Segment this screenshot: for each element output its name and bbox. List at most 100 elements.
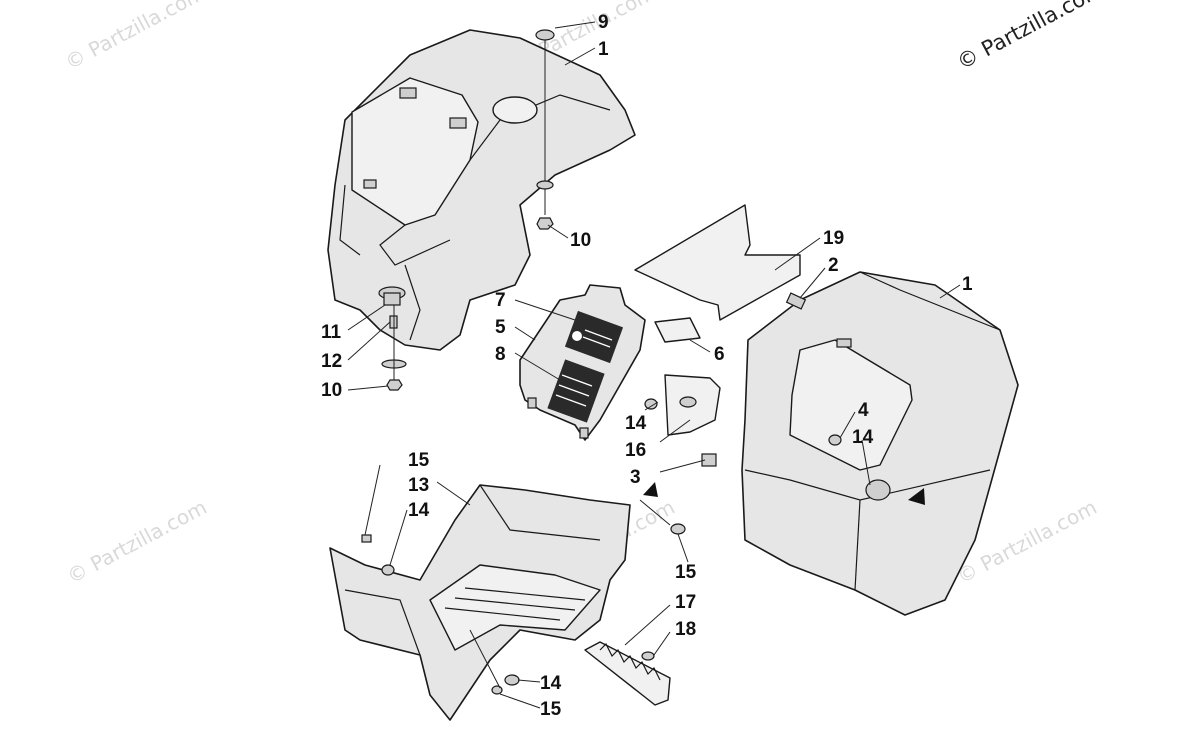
- floorboard-tray: [429, 564, 601, 651]
- leader-7: [514, 299, 576, 321]
- washer-4: [828, 434, 842, 446]
- callout-7: 7: [495, 290, 506, 311]
- leader-bottom: [469, 629, 501, 689]
- decal-7: [564, 310, 624, 364]
- fender-edge-4: [404, 264, 421, 341]
- nut-10-top: [536, 217, 554, 230]
- callout-8: 8: [495, 344, 506, 365]
- leader-6: [689, 339, 711, 353]
- callout-10-left: 10: [321, 380, 342, 401]
- pad-6: [654, 317, 701, 343]
- leader-14-mid: [644, 401, 659, 411]
- screw-15-top: [361, 534, 372, 543]
- leader-4: [839, 411, 856, 439]
- callout-5: 5: [495, 317, 506, 338]
- hardware-top: [535, 29, 555, 230]
- washer-14-left: [381, 564, 395, 576]
- leader-arrow-left: [639, 499, 671, 526]
- leader-17: [624, 604, 671, 646]
- decal-7-line-1: [584, 329, 613, 341]
- callout-15-top: 15: [408, 450, 430, 471]
- callout-11: 11: [321, 322, 342, 343]
- callout-15-bottom: 15: [540, 699, 562, 720]
- cover-tab-2: [579, 427, 589, 439]
- leader-12: [347, 321, 391, 361]
- bolt-18: [641, 651, 655, 661]
- watermark-top-left: © Partzilla.com: [61, 0, 209, 74]
- front-fender-assembly: [327, 29, 636, 351]
- leader-13: [436, 481, 471, 506]
- floor-tread-2: [454, 597, 576, 611]
- footrest-serration: [599, 642, 661, 681]
- callout-labels: 9 1 10 19 2 1 11 12 10 7 5 8 6 4 14 14 1…: [321, 12, 973, 720]
- callout-13: 13: [408, 475, 429, 496]
- leader-16: [659, 419, 691, 443]
- fender-edge-3: [339, 184, 361, 256]
- callout-3: 3: [630, 467, 641, 488]
- rear-fender-edge-2: [859, 271, 1001, 331]
- decal-8-line-3: [555, 394, 587, 407]
- leader-3: [659, 459, 706, 473]
- callout-19: 19: [823, 228, 844, 249]
- clip-nut-3: [701, 453, 717, 467]
- callout-4: 4: [858, 400, 869, 421]
- access-cover-assembly: [519, 284, 646, 441]
- cover-tab-1: [527, 397, 537, 409]
- rear-fender-edge-3: [854, 499, 861, 591]
- callout-14-left: 14: [408, 500, 430, 521]
- leader-1-right: [939, 284, 961, 299]
- washer-14-mid: [644, 398, 658, 410]
- rear-latch: [836, 338, 852, 348]
- decal-7-line-2: [582, 336, 611, 348]
- fender-edge-1: [379, 224, 451, 266]
- leader-19: [774, 237, 821, 271]
- washer-14-bottom: [504, 674, 520, 686]
- callout-12: 12: [321, 351, 342, 372]
- leader-10-left: [347, 385, 389, 391]
- leader-18: [653, 631, 671, 656]
- leader-15-right: [677, 533, 689, 563]
- fender-latch-3: [363, 179, 377, 189]
- arrow-marker-left: [643, 482, 658, 497]
- callout-2: 2: [828, 255, 839, 276]
- fender-round-recess: [492, 96, 538, 124]
- leader-14-right: [861, 439, 871, 486]
- grommet-top: [536, 180, 554, 190]
- callout-1-right: 1: [962, 274, 973, 295]
- leader-15-bottom: [499, 693, 541, 709]
- floor-rear-edge: [479, 484, 601, 541]
- leader-2: [799, 267, 826, 299]
- callout-9: 9: [598, 12, 609, 33]
- floor-side-edge: [344, 589, 421, 656]
- decal-8-line-1: [561, 374, 593, 387]
- callout-6: 6: [714, 344, 725, 365]
- heat-shield-19: [634, 204, 801, 321]
- leader-1-top: [564, 47, 596, 66]
- callout-10-top: 10: [570, 230, 591, 251]
- fender-latch-1: [399, 87, 417, 99]
- decal-8-line-2: [558, 384, 590, 397]
- grommet-11-body: [383, 292, 401, 306]
- callout-14-mid: 14: [625, 413, 647, 434]
- callout-16: 16: [625, 440, 646, 461]
- floorboard-assembly: [329, 482, 686, 721]
- rear-storage-box: [789, 339, 913, 471]
- callout-18: 18: [675, 619, 696, 640]
- leader-11: [347, 304, 386, 331]
- rear-fender-edge-1: [744, 469, 991, 501]
- callout-1-top: 1: [598, 39, 609, 60]
- hardware-left-stack: [378, 286, 407, 391]
- nut-10-left: [386, 379, 403, 391]
- leader-14-bottom: [517, 679, 541, 683]
- knob-14-right: [865, 479, 891, 501]
- decal-7-icon: [572, 331, 582, 341]
- leader-8: [514, 352, 561, 381]
- leader-5: [514, 326, 536, 341]
- copyright-text: © Partzilla.com: [953, 0, 1107, 74]
- watermark-mid-left: © Partzilla.com: [63, 495, 211, 589]
- leader-15-top: [364, 464, 381, 536]
- callout-14-right: 14: [852, 427, 874, 448]
- rear-fender-assembly: [741, 271, 1019, 616]
- floor-tread-1: [444, 607, 561, 621]
